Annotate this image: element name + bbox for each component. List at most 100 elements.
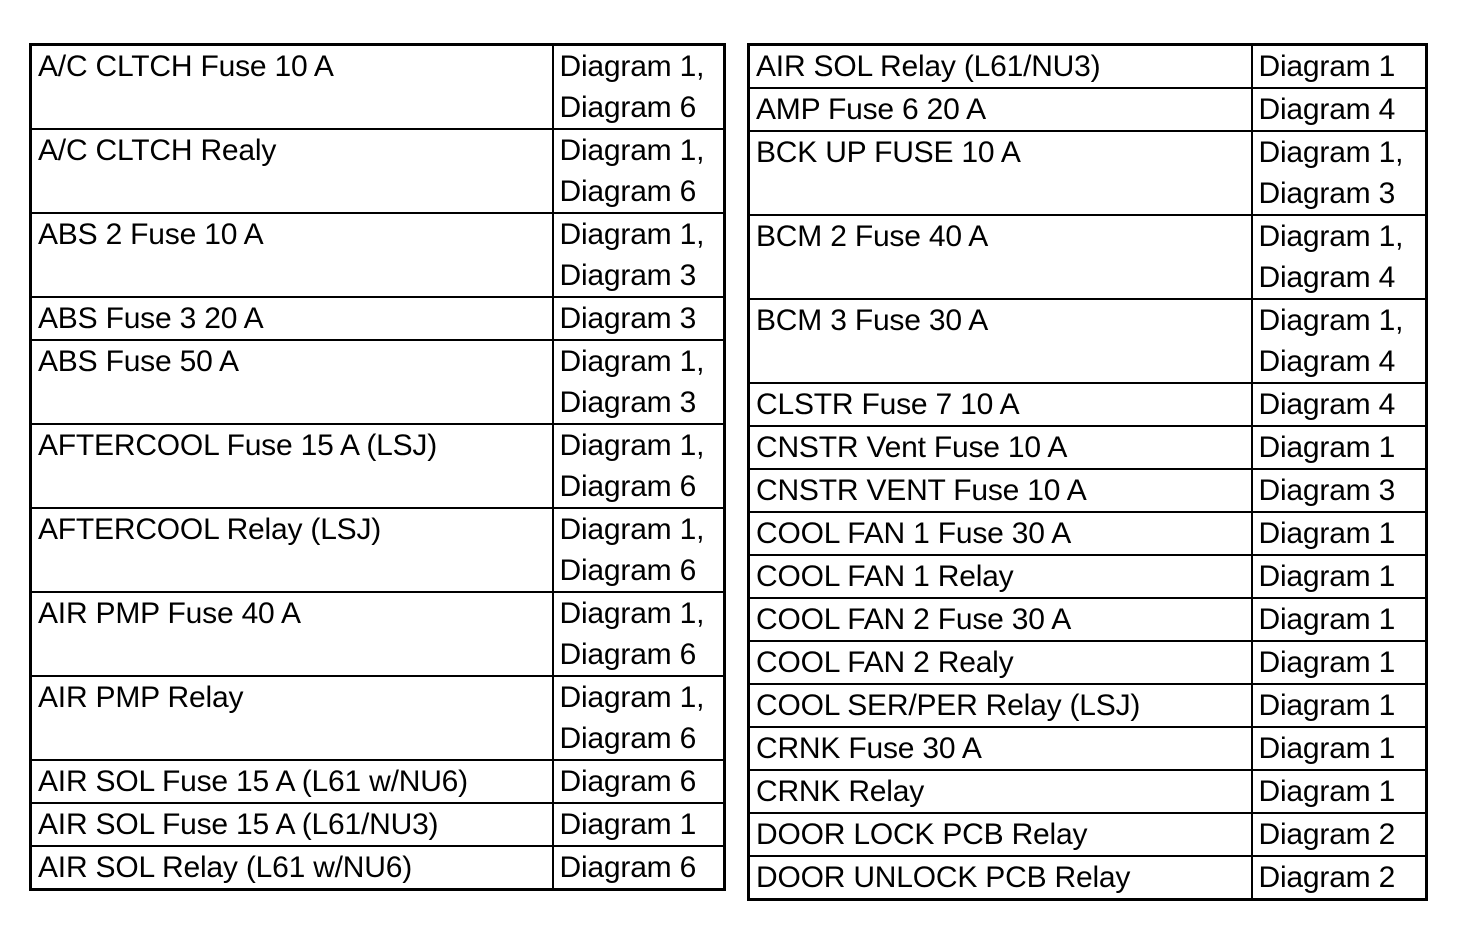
diagram-reference-text: Diagram 4 — [1259, 89, 1426, 130]
diagram-reference-cell: Diagram 1,Diagram 3 — [551, 339, 726, 425]
diagram-reference-text: Diagram 4 — [1259, 384, 1426, 425]
diagram-reference-cell: Diagram 1 — [1250, 640, 1428, 685]
component-name-text: AIR SOL Relay (L61/NU3) — [756, 50, 1101, 83]
diagram-reference-cell: Diagram 1 — [1250, 43, 1428, 89]
diagram-reference-cell: Diagram 4 — [1250, 87, 1428, 132]
table-right-body: AIR SOL Relay (L61/NU3) Diagram 1 AMP Fuse… — [747, 43, 1428, 901]
diagram-reference-line: Diagram 2 — [1258, 818, 1396, 851]
diagram-reference-line: Diagram 1 — [1258, 517, 1396, 550]
diagram-reference-cell: Diagram 1 — [1250, 683, 1428, 728]
table-row: DOOR LOCK PCB Relay Diagram 2 — [747, 812, 1428, 857]
diagram-reference-text: Diagram 1 — [1259, 599, 1426, 640]
diagram-reference-text: Diagram 1 — [1259, 427, 1426, 468]
diagram-reference-line: Diagram 1, — [1258, 304, 1404, 337]
component-name-cell: AIR SOL Relay (L61 w/NU6) — [29, 845, 554, 891]
table-row: CNSTR Vent Fuse 10 A Diagram 1 — [747, 425, 1428, 470]
diagram-reference-cell: Diagram 1,Diagram 3 — [551, 212, 726, 298]
component-name-cell: A/C CLTCH Fuse 10 A — [29, 43, 554, 130]
diagram-reference-cell: Diagram 1,Diagram 6 — [551, 43, 726, 130]
diagram-reference-line: Diagram 1, — [559, 134, 705, 167]
component-name-text: BCM 3 Fuse 30 A — [756, 304, 989, 337]
diagram-reference-text: Diagram 1 — [1259, 513, 1426, 554]
component-name-text: DOOR UNLOCK PCB Relay — [756, 861, 1131, 894]
diagram-reference-text: Diagram 1,Diagram 3 — [1259, 132, 1426, 214]
diagram-reference-line: Diagram 1, — [559, 345, 705, 378]
diagram-reference-text: Diagram 1, Diagram 4 — [1259, 300, 1426, 382]
component-name-text: AFTERCOOL Relay (LSJ) — [38, 513, 382, 546]
diagram-reference-cell: Diagram 6 — [551, 845, 726, 891]
component-name-cell: CLSTR Fuse 7 10 A — [747, 382, 1253, 427]
diagram-reference-line: Diagram 1 — [1258, 560, 1396, 593]
diagram-reference-text: Diagram 1,Diagram 6 — [560, 425, 724, 507]
component-name-text: COOL FAN 1 Fuse 30 A — [756, 517, 1072, 550]
diagram-reference-cell: Diagram 1,Diagram 6 — [551, 507, 726, 593]
component-name-cell: COOL FAN 2 Realy — [747, 640, 1253, 685]
diagram-reference-line: Diagram 3 — [1258, 177, 1396, 210]
component-name-cell: CNSTR VENT Fuse 10 A — [747, 468, 1253, 513]
diagram-reference-line: Diagram 1, — [559, 429, 705, 462]
table-row: AIR SOL Fuse 15 A (L61 w/NU6)Diagram 6 — [29, 759, 726, 804]
diagram-reference-line: Diagram 1 — [1258, 50, 1396, 83]
component-name-cell: AIR SOL Fuse 15 A (L61/NU3) — [29, 802, 554, 847]
component-name-text: CNSTR Vent Fuse 10 A — [756, 431, 1068, 464]
diagram-reference-cell: Diagram 1,Diagram 6 — [551, 423, 726, 509]
table-row: COOL FAN 2 Realy Diagram 1 — [747, 640, 1428, 685]
diagram-reference-line: Diagram 1 — [1258, 646, 1396, 679]
diagram-reference-text: Diagram 1 — [1259, 771, 1426, 812]
table-row: AIR SOL Relay (L61/NU3) Diagram 1 — [747, 43, 1428, 89]
diagram-reference-cell: Diagram 1 — [1250, 554, 1428, 599]
diagram-reference-line: Diagram 4 — [1258, 388, 1396, 421]
component-name-cell: BCK UP FUSE 10 A — [747, 130, 1253, 216]
component-name-text: AIR SOL Relay (L61 w/NU6) — [38, 851, 413, 884]
diagram-reference-cell: Diagram 3 — [1250, 468, 1428, 513]
component-name-text: COOL FAN 2 Realy — [756, 646, 1014, 679]
diagram-reference-text: Diagram 1,Diagram 6 — [560, 46, 724, 128]
component-name-text: ABS Fuse 3 20 A — [38, 302, 264, 335]
diagram-reference-line: Diagram 1, — [559, 50, 705, 83]
diagram-reference-line: Diagram 1 — [1258, 431, 1396, 464]
table-row: COOL SER/PER Relay (LSJ)Diagram 1 — [747, 683, 1428, 728]
component-name-cell: AFTERCOOL Relay (LSJ) — [29, 507, 554, 593]
diagram-reference-cell: Diagram 1,Diagram 4 — [1250, 214, 1428, 300]
diagram-reference-line: Diagram 1, — [559, 513, 705, 546]
diagram-reference-line: Diagram 1 — [559, 808, 697, 841]
component-name-text: DOOR LOCK PCB Relay — [756, 818, 1088, 851]
table-row: BCM 3 Fuse 30 A Diagram 1, Diagram 4 — [747, 298, 1428, 384]
diagram-reference-text: Diagram 1,Diagram 4 — [1259, 216, 1426, 298]
table-row: AIR SOL Fuse 15 A (L61/NU3)Diagram 1 — [29, 802, 726, 847]
component-name-text: ABS Fuse 50 A — [38, 345, 239, 378]
diagram-reference-cell: Diagram 1, Diagram 4 — [1250, 298, 1428, 384]
component-name-text: AFTERCOOL Fuse 15 A (LSJ) — [38, 429, 438, 462]
diagram-reference-text: Diagram 6 — [560, 847, 724, 888]
component-name-cell: COOL SER/PER Relay (LSJ) — [747, 683, 1253, 728]
diagram-reference-line: Diagram 1, — [1258, 220, 1404, 253]
diagram-reference-line: Diagram 4 — [1258, 345, 1396, 378]
component-name-cell: CRNK Fuse 30 A — [747, 726, 1253, 771]
diagram-reference-line: Diagram 6 — [559, 722, 697, 755]
diagram-reference-text: Diagram 3 — [1259, 470, 1426, 511]
diagram-reference-cell: Diagram 1 — [1250, 726, 1428, 771]
diagram-reference-line: Diagram 2 — [1258, 861, 1396, 894]
diagram-reference-cell: Diagram 1,Diagram 6 — [551, 128, 726, 214]
diagram-reference-text: Diagram 2 — [1259, 814, 1426, 855]
diagram-reference-text: Diagram 1,Diagram 6 — [560, 677, 724, 759]
diagram-reference-text: Diagram 1,Diagram 6 — [560, 130, 724, 212]
component-name-cell: AIR PMP Fuse 40 A — [29, 591, 554, 677]
diagram-reference-text: Diagram 1 — [560, 804, 724, 845]
diagram-reference-text: Diagram 1 — [1259, 685, 1426, 726]
diagram-reference-cell: Diagram 3 — [551, 296, 726, 341]
diagram-reference-text: Diagram 2 — [1259, 857, 1426, 898]
diagram-reference-line: Diagram 6 — [559, 765, 697, 798]
diagram-reference-text: Diagram 1 — [1259, 556, 1426, 597]
diagram-reference-cell: Diagram 6 — [551, 759, 726, 804]
diagram-reference-line: Diagram 6 — [559, 638, 697, 671]
diagram-reference-text: Diagram 6 — [560, 761, 724, 802]
